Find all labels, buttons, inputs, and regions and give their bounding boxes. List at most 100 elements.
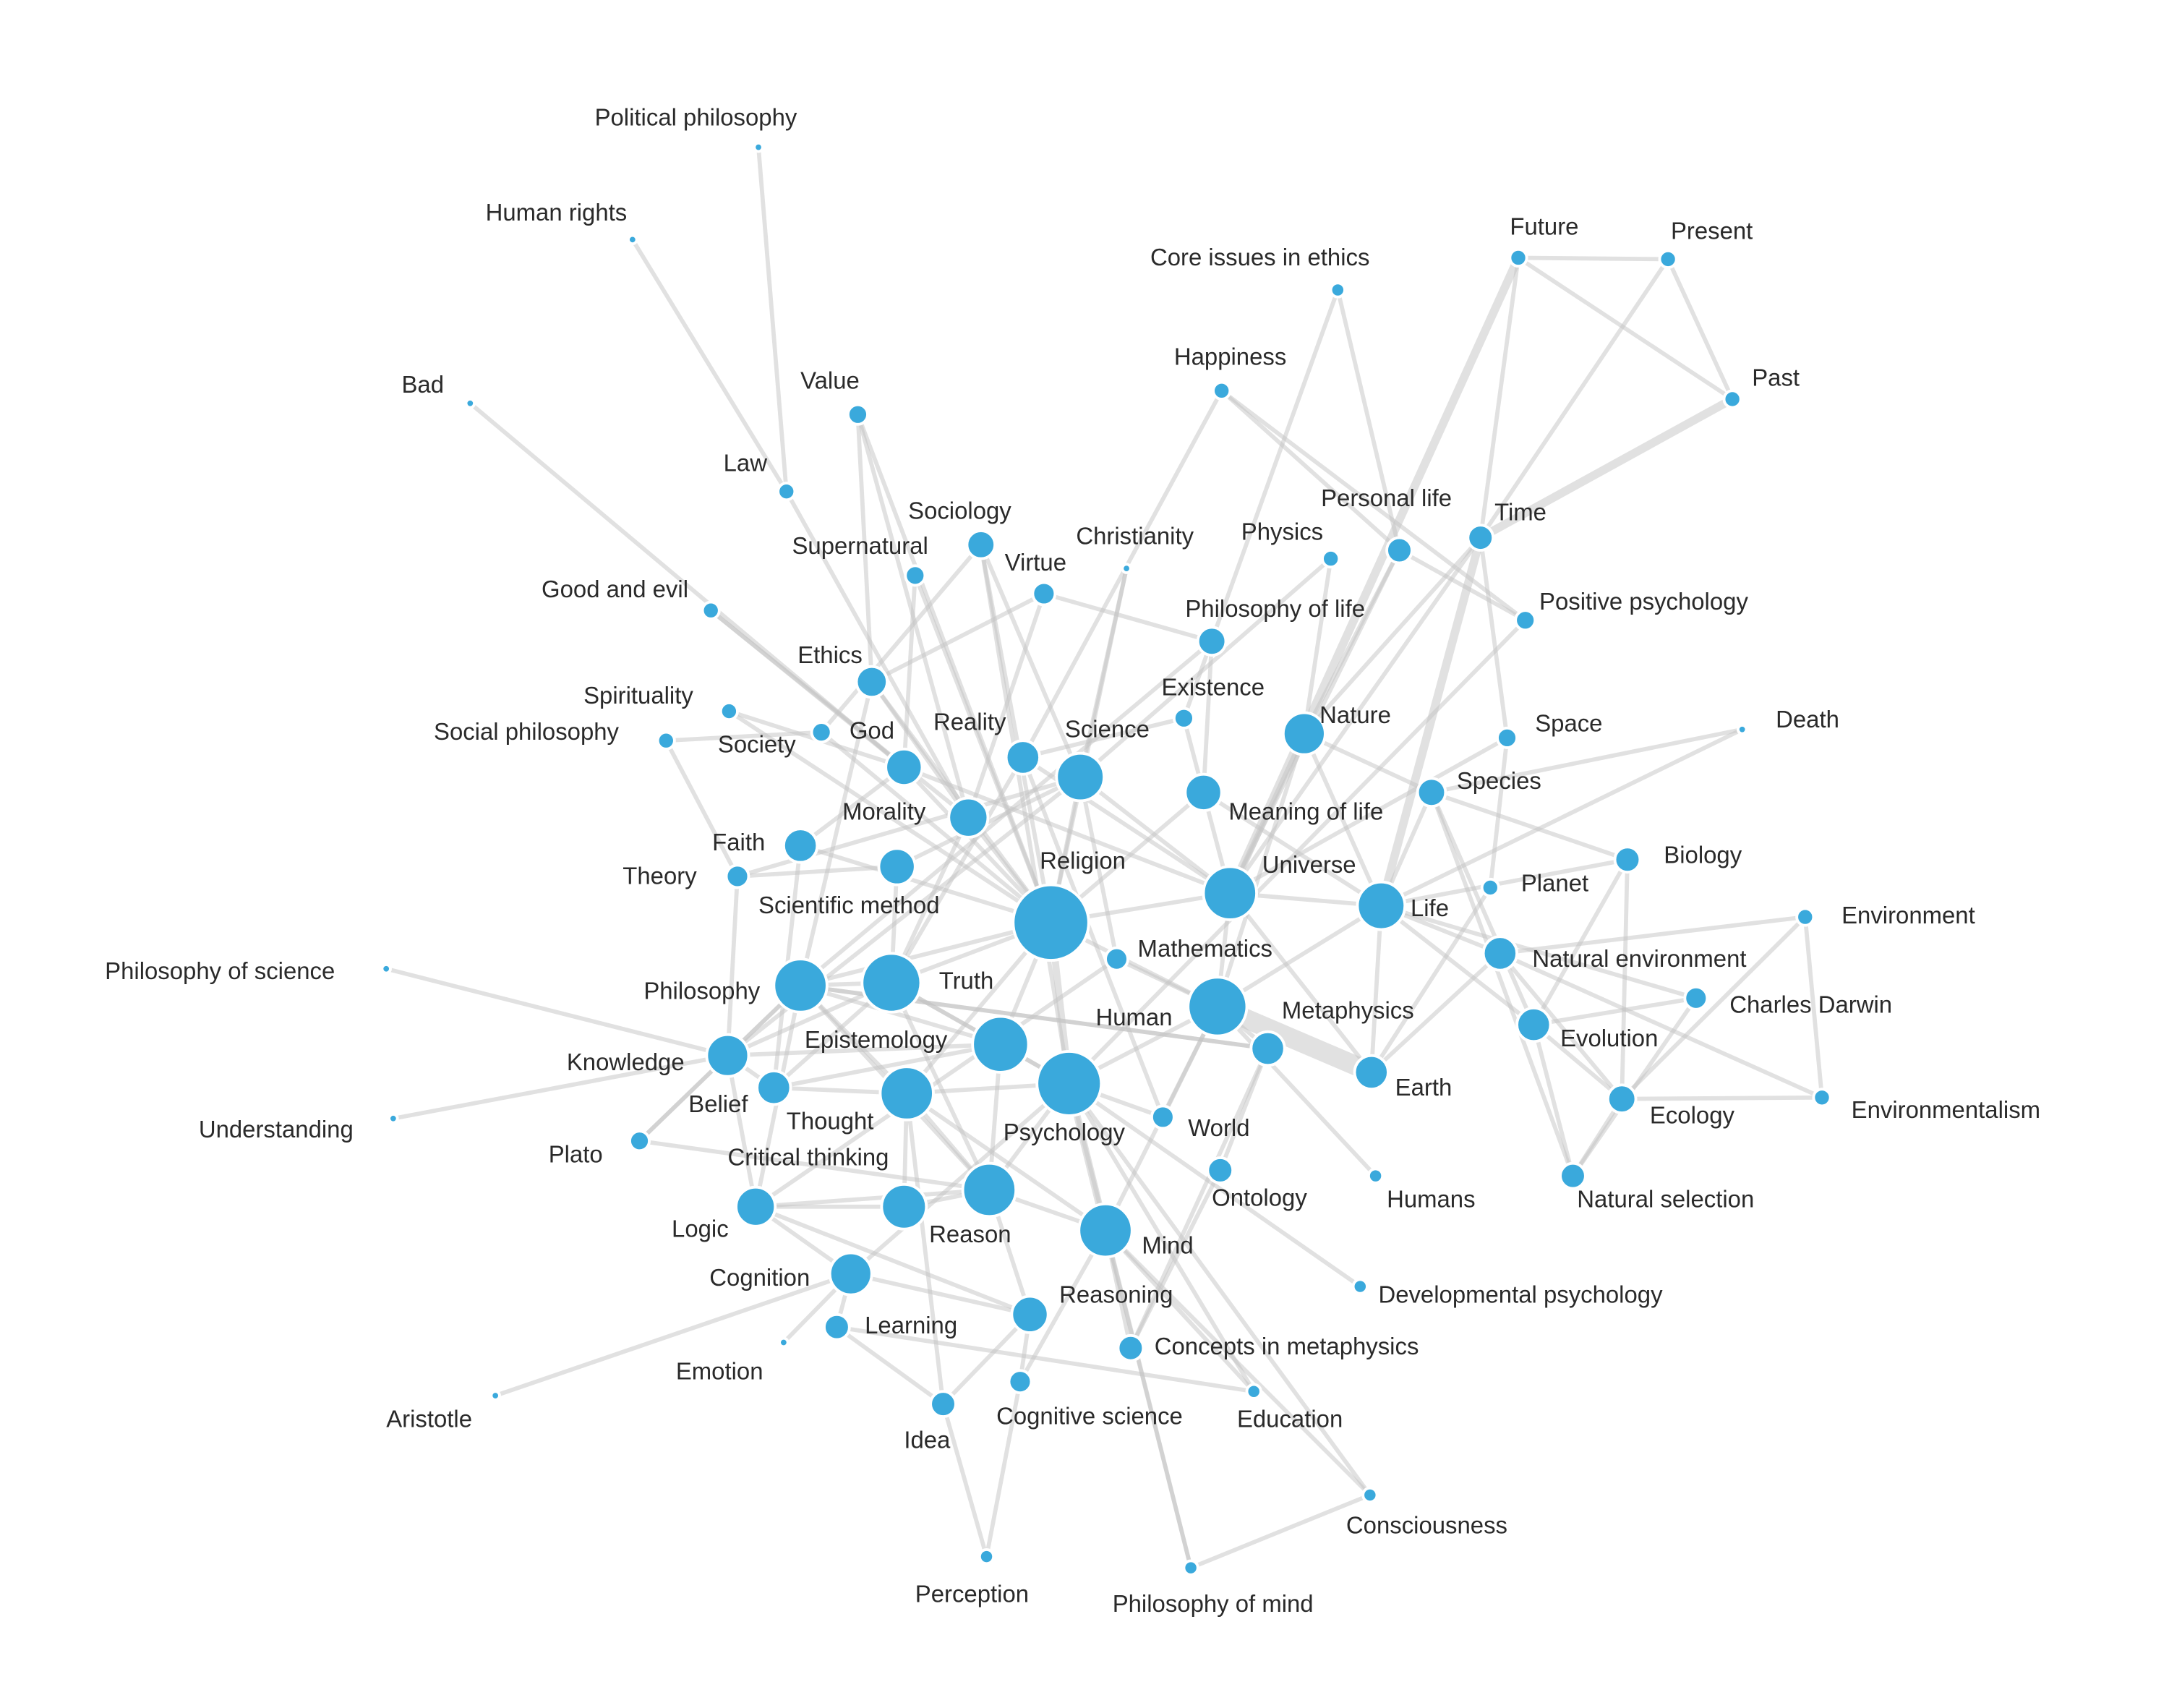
node-nature[interactable] (1281, 711, 1327, 756)
node-environment[interactable] (1795, 907, 1815, 927)
node-society[interactable] (810, 721, 833, 744)
node-bad[interactable] (464, 398, 476, 409)
edge-nature-species (1301, 731, 1434, 795)
node-logic[interactable] (735, 1185, 777, 1228)
node-truth[interactable] (860, 952, 923, 1014)
node-future[interactable] (1508, 247, 1528, 268)
node-idea[interactable] (929, 1390, 957, 1418)
node-core-issues-in-ethics[interactable] (1329, 281, 1346, 299)
node-metaphysics[interactable] (1249, 1030, 1286, 1067)
node-human-rights[interactable] (627, 234, 638, 246)
node-learning[interactable] (823, 1312, 851, 1341)
node-evolution[interactable] (1515, 1006, 1552, 1043)
node-meaning-of-life[interactable] (1184, 772, 1223, 812)
node-philosophy[interactable] (772, 957, 829, 1014)
node-physics[interactable] (1321, 549, 1341, 569)
edge-physics-nature (1301, 556, 1333, 736)
node-knowledge[interactable] (705, 1033, 750, 1078)
node-planet[interactable] (1480, 877, 1500, 897)
node-biology[interactable] (1613, 845, 1642, 874)
node-religion[interactable] (1011, 883, 1090, 962)
node-god[interactable] (884, 747, 924, 787)
node-mathematics[interactable] (1104, 946, 1129, 972)
node-social-philosophy[interactable] (656, 730, 676, 751)
node-charles-darwin[interactable] (1683, 985, 1709, 1011)
node-present[interactable] (1658, 249, 1678, 269)
node-ecology[interactable] (1606, 1083, 1638, 1114)
node-earth[interactable] (1353, 1054, 1390, 1091)
node-consciousness[interactable] (1361, 1486, 1379, 1504)
node-faith[interactable] (782, 827, 819, 864)
node-critical-thinking[interactable] (880, 1182, 928, 1231)
node-understanding[interactable] (388, 1113, 399, 1124)
node-good-and-evil[interactable] (701, 600, 721, 620)
edge-present-time (1478, 257, 1670, 540)
node-existence[interactable] (1172, 706, 1195, 730)
node-reasoning[interactable] (1010, 1294, 1050, 1334)
node-species[interactable] (1416, 777, 1447, 808)
node-sociology[interactable] (965, 529, 997, 560)
node-philosophy-of-science[interactable] (380, 962, 392, 975)
node-universe[interactable] (1202, 865, 1258, 921)
node-christianity[interactable] (1121, 563, 1132, 574)
node-philosophy-of-life[interactable] (1196, 625, 1228, 657)
node-law[interactable] (777, 482, 797, 502)
node-space[interactable] (1496, 726, 1518, 749)
node-positive-psychology[interactable] (1514, 609, 1537, 632)
node-developmental-psychology[interactable] (1351, 1278, 1369, 1295)
node-psychology[interactable] (1035, 1049, 1103, 1117)
node-label-environment: Environment (1841, 902, 1975, 928)
node-philosophy-of-mind[interactable] (1182, 1559, 1199, 1576)
node-perception[interactable] (977, 1548, 996, 1566)
node-human[interactable] (1186, 975, 1249, 1038)
edge-god-universe (902, 765, 1233, 896)
edge-virtue-morality (966, 592, 1046, 820)
node-concepts-in-metaphysics[interactable] (1116, 1333, 1145, 1362)
edge-plato-reason (637, 1138, 992, 1192)
node-political-philosophy[interactable] (753, 141, 764, 153)
node-label-life: Life (1411, 894, 1449, 921)
node-ontology[interactable] (1206, 1156, 1235, 1184)
node-scientific-method[interactable] (877, 847, 917, 887)
node-world[interactable] (1150, 1104, 1176, 1130)
node-plato[interactable] (628, 1130, 651, 1153)
node-environmentalism[interactable] (1812, 1088, 1832, 1108)
node-reason[interactable] (961, 1161, 1018, 1218)
node-label-past: Past (1752, 364, 1800, 391)
node-epistemology[interactable] (971, 1015, 1030, 1074)
node-label-humans: Humans (1387, 1186, 1475, 1213)
edge-knowledge-understanding (390, 1053, 730, 1121)
node-natural-environment[interactable] (1481, 935, 1518, 972)
node-time[interactable] (1466, 524, 1495, 552)
node-belief[interactable] (756, 1069, 792, 1106)
node-reality[interactable] (1004, 739, 1042, 776)
node-personal-life[interactable] (1385, 536, 1413, 565)
node-virtue[interactable] (1031, 581, 1057, 607)
edge-reasoning-idea (941, 1312, 1032, 1406)
edge-charles-darwin-evolution (1531, 996, 1698, 1028)
node-mind[interactable] (1077, 1202, 1134, 1259)
node-morality[interactable] (947, 796, 990, 839)
node-education[interactable] (1245, 1383, 1262, 1400)
node-cognition[interactable] (828, 1251, 873, 1297)
node-ethics[interactable] (855, 665, 889, 699)
node-natural-selection[interactable] (1559, 1161, 1587, 1190)
node-label-mind: Mind (1142, 1232, 1193, 1259)
edge-time-space (1478, 535, 1510, 740)
node-emotion[interactable] (778, 1336, 790, 1349)
node-cognitive-science[interactable] (1007, 1369, 1033, 1395)
node-humans[interactable] (1366, 1167, 1385, 1184)
node-value[interactable] (846, 403, 869, 426)
node-supernatural[interactable] (904, 564, 927, 587)
node-thought[interactable] (878, 1065, 935, 1122)
node-theory[interactable] (724, 863, 750, 889)
node-spirituality[interactable] (719, 701, 739, 722)
node-happiness[interactable] (1212, 380, 1232, 401)
node-life[interactable] (1356, 880, 1407, 931)
node-aristotle[interactable] (489, 1390, 501, 1401)
node-science[interactable] (1055, 751, 1106, 803)
node-past[interactable] (1722, 389, 1742, 409)
node-death[interactable] (1736, 723, 1748, 735)
edge-theory-knowledge (725, 874, 740, 1058)
edge-natural-environment-earth (1369, 951, 1502, 1075)
